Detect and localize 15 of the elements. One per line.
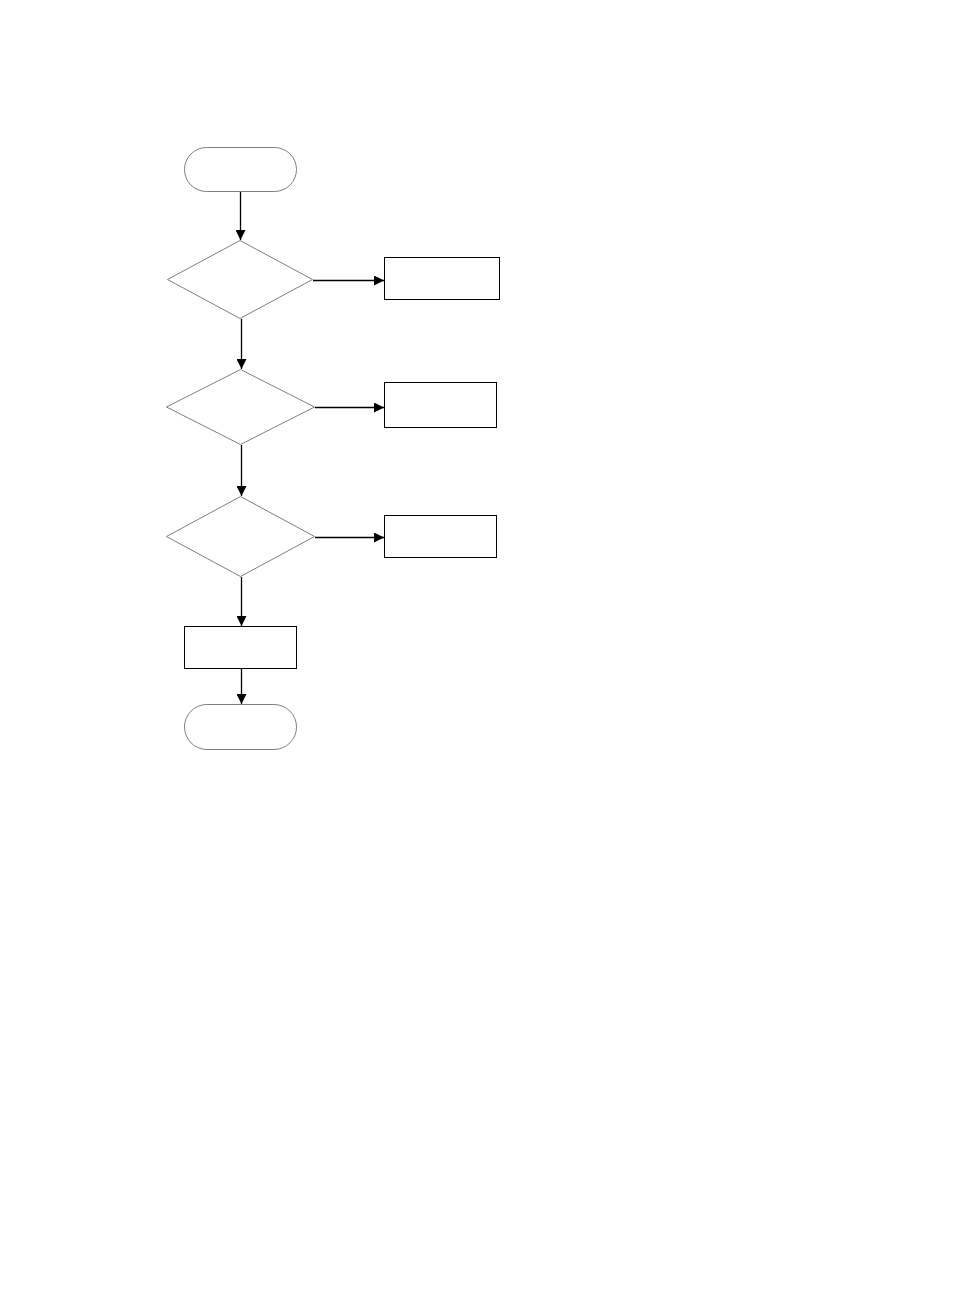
arrow <box>236 668 247 705</box>
arrow <box>236 444 247 497</box>
arrow <box>314 402 385 413</box>
process-box <box>384 257 500 300</box>
arrow <box>235 191 246 241</box>
decision-diamond <box>167 240 313 319</box>
process-box <box>384 515 497 558</box>
arrow <box>236 318 247 370</box>
decision-diamond <box>166 496 315 577</box>
process-box <box>384 382 497 428</box>
arrow <box>314 532 385 543</box>
process-box <box>184 626 297 669</box>
arrow <box>236 576 247 627</box>
arrow <box>312 275 385 286</box>
decision-diamond <box>166 369 315 445</box>
